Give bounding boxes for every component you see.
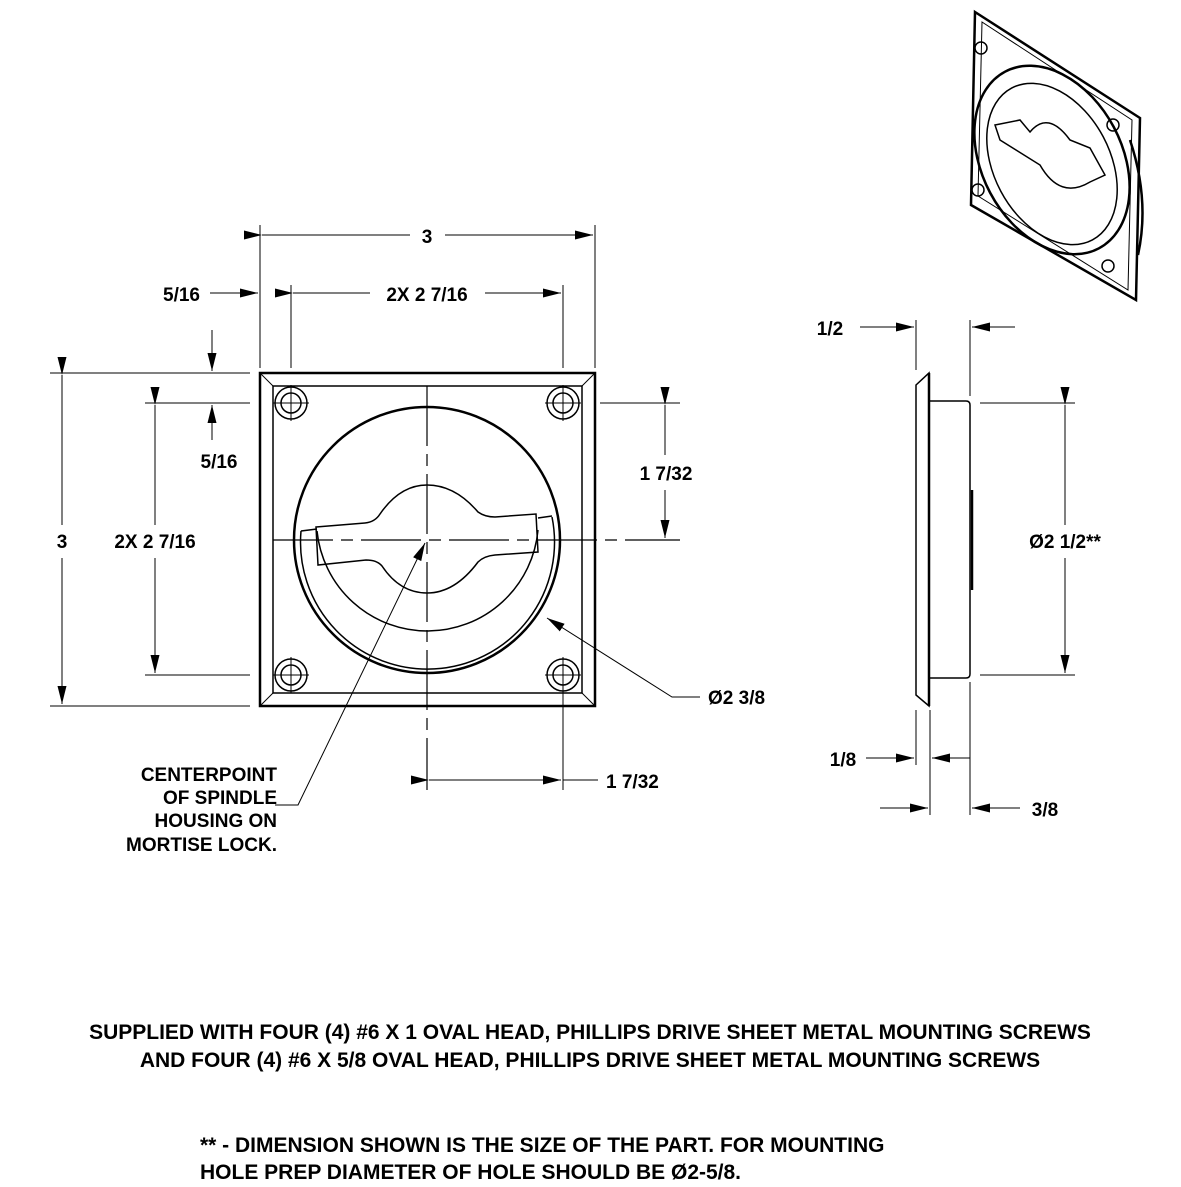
dim-body-diameter: Ø2 1/2** — [1029, 532, 1101, 553]
centerpoint-note-line-1: CENTERPOINT — [141, 765, 278, 786]
front-dimensions: 3 2X 2 7/16 5/16 3 2X 2 7/16 5/16 1 7/32… — [50, 225, 765, 856]
ring-pull — [299, 516, 556, 670]
centerpoint-note-line-2: OF SPINDLE — [163, 788, 277, 809]
dim-center-offset-vertical: 1 7/32 — [640, 464, 693, 485]
isometric-view — [969, 9, 1144, 303]
footnote-line-2: HOLE PREP DIAMETER OF HOLE SHOULD BE Ø2-… — [200, 1161, 741, 1184]
centerpoint-note-line-3: HOUSING ON — [155, 811, 277, 832]
screw-note-line-2: AND FOUR (4) #6 X 5/8 OVAL HEAD, PHILLIP… — [140, 1049, 1040, 1072]
screw-holes — [273, 385, 581, 693]
dim-overall-height: 3 — [57, 532, 68, 553]
screw-note-line-1: SUPPLIED WITH FOUR (4) #6 X 1 OVAL HEAD,… — [89, 1021, 1091, 1044]
dim-ring-diameter: Ø2 3/8 — [708, 688, 765, 709]
dim-overall-depth: 1/2 — [817, 319, 843, 340]
iso-screw-holes — [971, 41, 1120, 273]
dim-edge-offset-vertical: 5/16 — [201, 452, 238, 473]
dim-overall-width: 3 — [422, 227, 433, 248]
dim-flange-thickness: 1/8 — [830, 750, 856, 771]
notes: SUPPLIED WITH FOUR (4) #6 X 1 OVAL HEAD,… — [89, 1021, 1091, 1184]
dim-body-depth: 3/8 — [1032, 800, 1058, 821]
dim-center-offset-horizontal: 1 7/32 — [606, 772, 659, 793]
dim-hole-spacing-vertical: 2X 2 7/16 — [114, 532, 195, 553]
centerpoint-note-line-4: MORTISE LOCK. — [126, 835, 277, 856]
front-view — [258, 371, 680, 790]
footnote-line-1: ** - DIMENSION SHOWN IS THE SIZE OF THE … — [200, 1134, 884, 1157]
side-view: 1/2 1/8 3/8 Ø2 1/2** — [817, 319, 1102, 821]
dim-edge-offset-horizontal: 5/16 — [163, 285, 200, 306]
dim-hole-spacing-horizontal: 2X 2 7/16 — [386, 285, 467, 306]
handle — [315, 484, 539, 594]
